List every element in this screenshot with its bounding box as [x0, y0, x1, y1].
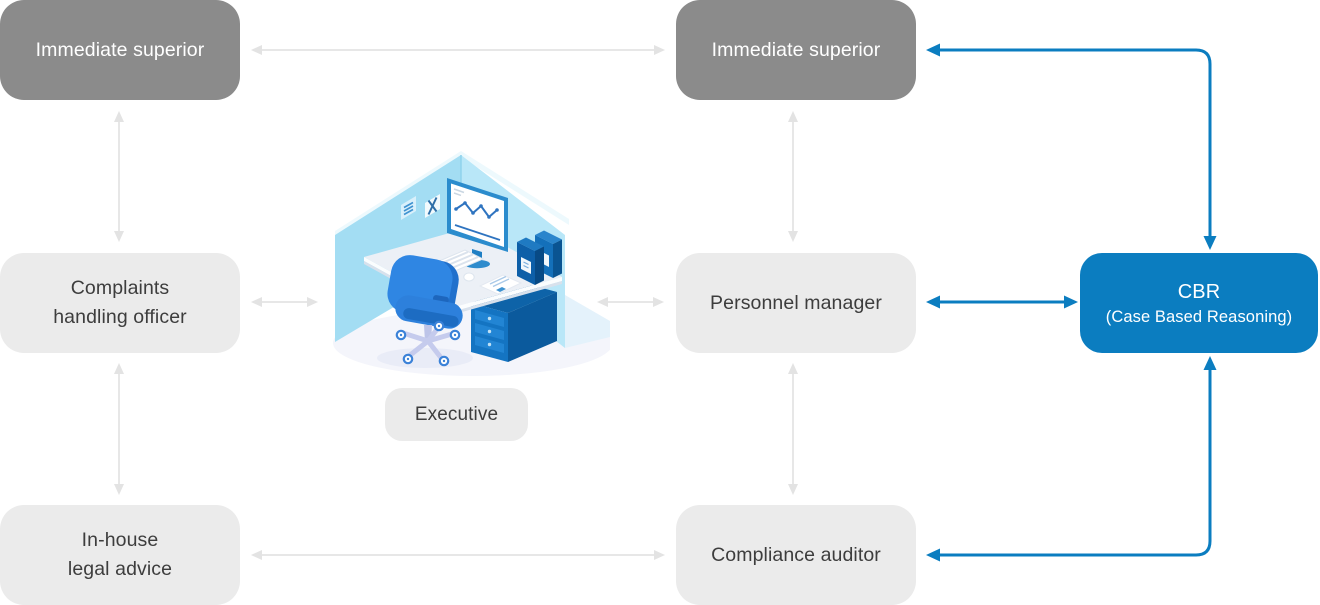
blue-connectors — [926, 43, 1217, 562]
executive-desk-illustration-svg — [333, 151, 613, 376]
wall-note-icon — [401, 196, 416, 220]
node-label: Personnel manager — [710, 291, 882, 314]
mouse-icon — [463, 272, 475, 282]
gray-connectors — [114, 45, 798, 560]
node-compliance-auditor: Compliance auditor — [676, 505, 916, 605]
node-complaints-handling-officer: Complaints handling officer — [0, 253, 240, 353]
connector-cbr-personnel — [926, 295, 1078, 309]
connector-personnel-auditor — [788, 363, 798, 495]
node-label: Compliance auditor — [711, 543, 881, 566]
connector-executive-personnel — [597, 297, 664, 307]
node-label: Complaints handling officer — [53, 277, 187, 328]
connector-complaints-legal — [114, 363, 124, 495]
node-personnel-manager: Personnel manager — [676, 253, 916, 353]
node-executive: Executive — [385, 388, 528, 441]
connector-superior-complaints — [114, 111, 124, 242]
connector-legal-auditor — [251, 550, 665, 560]
node-immediate-superior-right: Immediate superior — [676, 0, 916, 100]
cbr-subtitle: (Case Based Reasoning) — [1105, 307, 1293, 326]
node-cbr: CBR (Case Based Reasoning) — [1080, 253, 1318, 353]
connector-superior-personnel — [788, 111, 798, 242]
monitor-icon — [447, 178, 508, 269]
binders-icon — [517, 230, 562, 285]
node-label: Executive — [414, 404, 499, 425]
connector-cbr-auditor — [926, 356, 1217, 562]
executive-desk-illustration — [325, 145, 613, 381]
wall-x-mark-icon — [425, 194, 440, 218]
connector-cbr-superior — [926, 43, 1217, 250]
drawer-cabinet-icon — [471, 282, 557, 362]
node-label: In-house legal advice — [67, 529, 173, 580]
wall-floor-shadow — [565, 295, 610, 348]
office-chair-icon — [387, 255, 463, 367]
node-label: Immediate superior — [711, 38, 881, 61]
cbr-title: CBR — [1177, 280, 1221, 303]
connector-complaints-executive — [251, 297, 318, 307]
node-in-house-legal-advice: In-house legal advice — [0, 505, 240, 605]
connector-immediate-superiors — [251, 45, 665, 55]
paper-icon — [478, 274, 523, 295]
node-immediate-superior-left: Immediate superior — [0, 0, 240, 100]
node-label: Immediate superior — [35, 38, 205, 61]
chair-shadow — [377, 348, 473, 368]
